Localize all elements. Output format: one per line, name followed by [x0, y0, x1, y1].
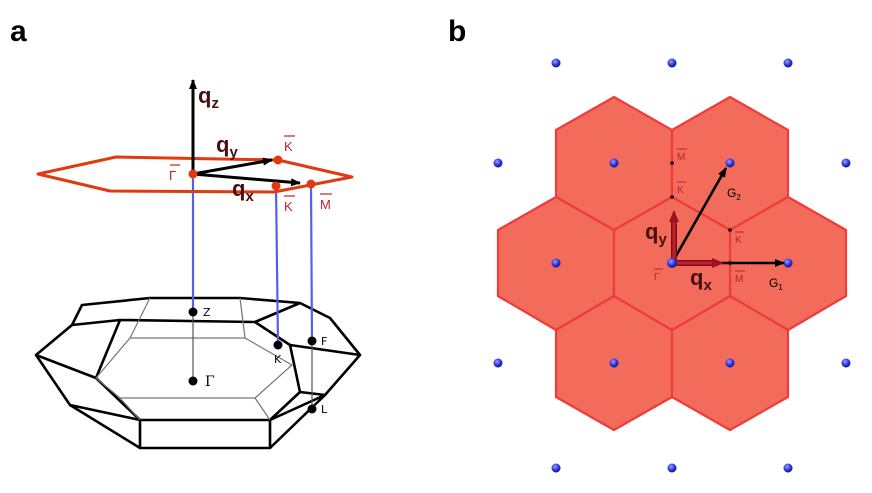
lattice-point	[609, 358, 619, 368]
panel-a-letter: a	[10, 15, 27, 48]
panel-b-hs-labels: M K K M Γ	[654, 148, 745, 285]
point-gamma-dot	[188, 376, 198, 386]
bz-left-mid	[35, 353, 97, 380]
point-k-label: K	[274, 353, 282, 366]
k-bar-right-dot	[728, 228, 732, 232]
lattice-point	[783, 258, 793, 268]
k-bar-top-label: K	[284, 139, 293, 154]
panel-b-letter: b	[448, 15, 466, 48]
lattice-point	[667, 463, 677, 473]
qy-label-b: qy	[645, 219, 667, 248]
projection-line-m	[309, 183, 314, 342]
bz-bottom-left	[69, 403, 141, 450]
lattice-point	[551, 58, 561, 68]
lattice-point	[783, 58, 793, 68]
g1-label: G1	[769, 276, 783, 292]
surface-k-bottom-dot	[271, 181, 281, 191]
surface-gamma-dot	[188, 169, 198, 179]
lattice-point	[841, 358, 851, 368]
lattice-point	[841, 158, 851, 168]
projection-lines	[191, 174, 314, 346]
lattice-point	[493, 358, 503, 368]
qy-arrow	[192, 157, 273, 176]
lattice-point	[783, 463, 793, 473]
lattice-point	[609, 158, 619, 168]
bz-hidden-3	[119, 397, 141, 421]
k-bar-right-label: K	[735, 235, 742, 246]
qx-arrow	[192, 172, 301, 187]
gamma-bar-label: Γ	[169, 168, 176, 183]
surface-points	[188, 155, 316, 191]
surface-labels: Γ K K M	[169, 135, 332, 214]
surface-k-top-dot	[273, 155, 283, 165]
panel-a: a	[10, 15, 362, 450]
point-z-dot	[188, 307, 198, 317]
gamma-dot-b	[667, 258, 677, 268]
point-f-label: F	[321, 335, 327, 348]
point-f-dot	[307, 336, 317, 346]
q-arrows-b	[669, 210, 724, 268]
g2-label: G2	[727, 186, 741, 202]
m-bar-right-label: M	[735, 274, 743, 285]
g2-arrow	[670, 167, 728, 264]
m-bar-label: M	[320, 197, 331, 212]
point-l-dot	[307, 404, 317, 414]
gamma-bar-label-b: Γ	[654, 272, 660, 283]
qz-label: qz	[198, 83, 219, 112]
bz-top-front	[71, 301, 301, 327]
bz-hidden-2	[239, 297, 246, 339]
projection-line-k	[274, 184, 280, 346]
qy-label: qy	[216, 132, 238, 161]
point-z-label: Z	[203, 306, 211, 319]
surface-m-dot	[306, 179, 316, 189]
point-k-dot	[273, 340, 283, 350]
lattice-point	[551, 463, 561, 473]
bz-bottom-right	[269, 394, 326, 449]
m-bar-top-dot	[670, 161, 674, 165]
k-bar-upper-dot	[670, 195, 674, 199]
qx-label-b: qx	[690, 265, 712, 294]
lattice-point	[725, 358, 735, 368]
lattice-point	[667, 58, 677, 68]
bz-right-upper	[254, 320, 361, 357]
bz-hidden-1	[129, 297, 151, 339]
k-bar-bottom-label: K	[284, 199, 293, 214]
panel-b: b	[448, 15, 851, 473]
bulk-points	[188, 307, 317, 414]
bulk-brillouin-zone	[34, 296, 362, 450]
point-l-label: L	[321, 403, 328, 416]
point-gamma-label: Γ	[205, 374, 215, 390]
m-bar-top-label: M	[677, 152, 685, 163]
bz-bottom-square	[138, 420, 272, 450]
bz-inner-hexagon	[95, 337, 293, 399]
lattice-point	[493, 158, 503, 168]
lattice-point	[725, 158, 735, 168]
k-bar-upper-label: K	[677, 185, 684, 196]
qx-label: qx	[232, 176, 254, 205]
surface-bz-hexagon	[36, 155, 354, 194]
lattice-point	[551, 258, 561, 268]
bz-hidden-4	[254, 397, 271, 421]
